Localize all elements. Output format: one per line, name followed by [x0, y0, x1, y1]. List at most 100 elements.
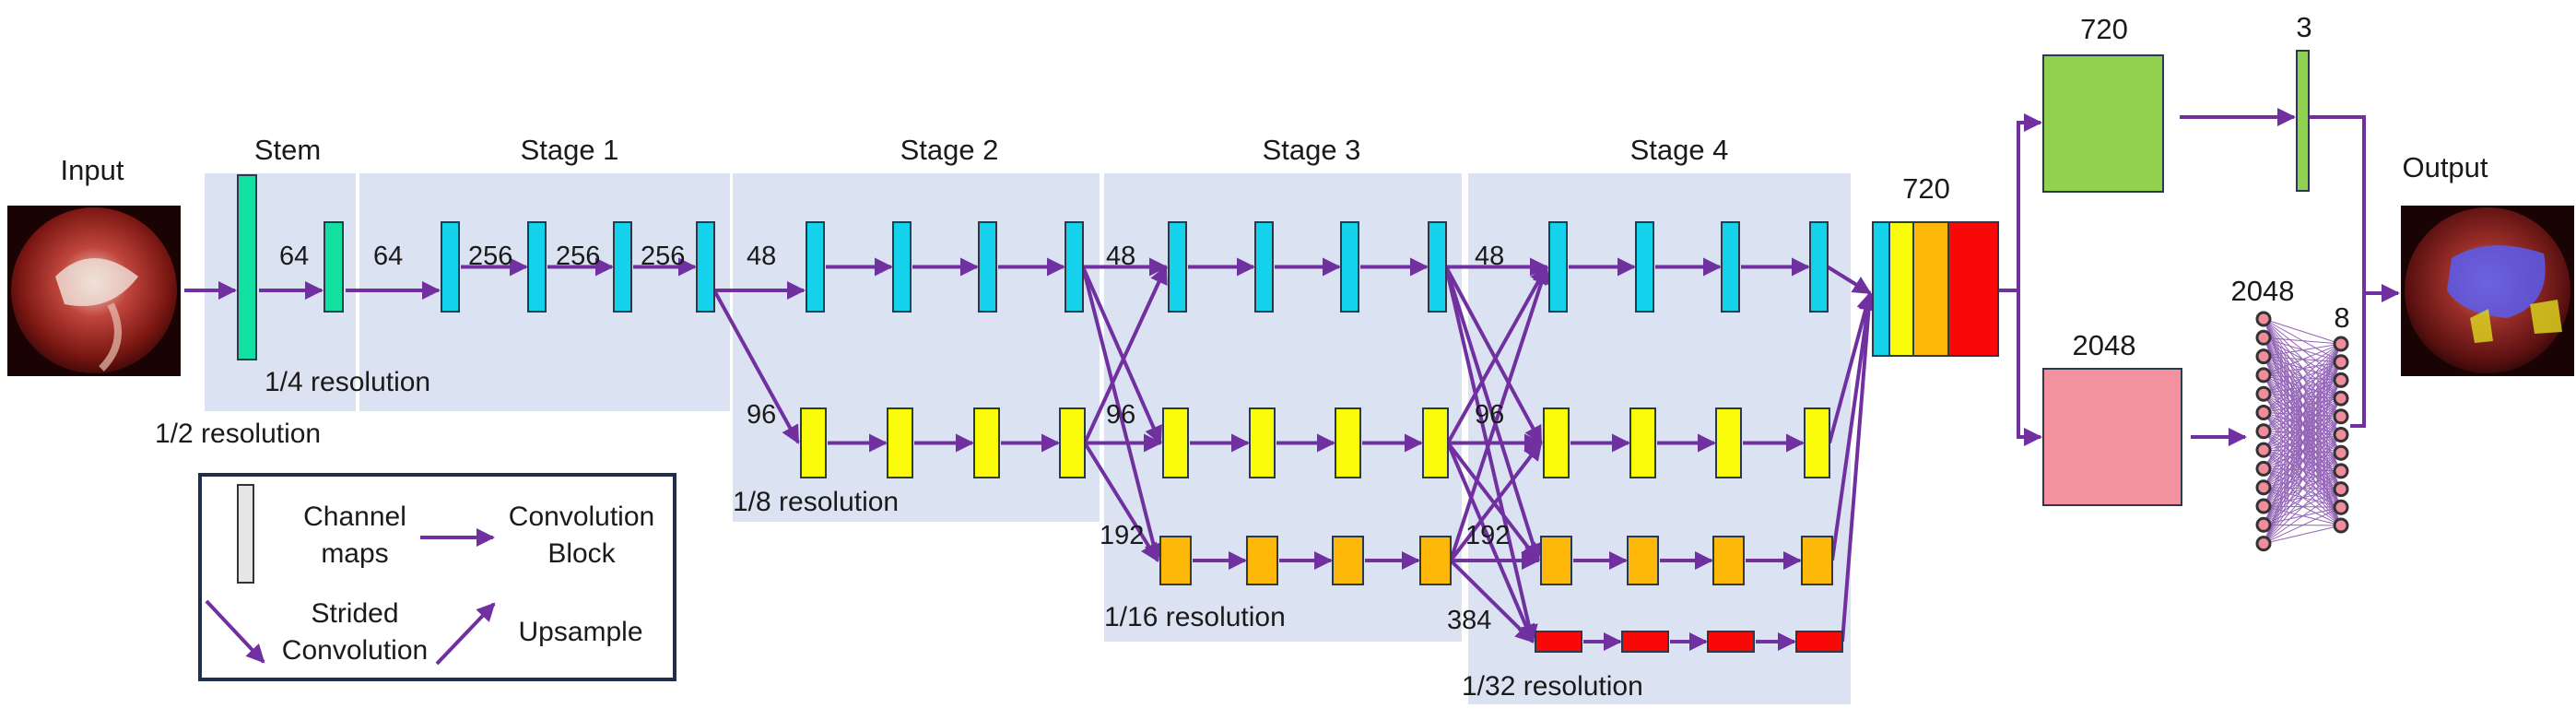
s4-b3-block-4: [1801, 536, 1833, 585]
legend-strided-arrow: [205, 599, 265, 664]
s2-b1-block-4: [1065, 221, 1084, 313]
ch-s1-c1: 256: [468, 242, 512, 271]
s4-b2-block-1: [1543, 407, 1570, 478]
mlp-output-node-3: [2333, 372, 2349, 388]
s4-b4-block-2: [1621, 631, 1669, 653]
s1-block-4: [696, 221, 715, 313]
legend-box: [198, 473, 676, 681]
concat-yellow: [1888, 221, 1914, 357]
resolution-labels: 1/2 resolution 1/4 resolution 1/8 resolu…: [155, 367, 1643, 702]
mlp-input-node-13: [2255, 536, 2272, 552]
s3b2-to-s4b4: [1446, 442, 1535, 643]
mlp-input-node-5: [2255, 385, 2272, 402]
s4-b3-block-1: [1540, 536, 1572, 585]
mlp-output-node-1: [2333, 336, 2349, 352]
mlp-network: [2255, 311, 2349, 552]
mlp-to-output: [2350, 293, 2366, 428]
s4-b1-block-2: [1635, 221, 1654, 313]
mlp-input-node-3: [2255, 348, 2272, 365]
s4-b4-block-1: [1535, 631, 1582, 653]
s4-b1-block-1: [1548, 221, 1568, 313]
stem-block-2: [323, 221, 344, 313]
legend-strided-line1: Strided: [311, 598, 398, 629]
s1-to-s2-b2: [712, 289, 800, 444]
legend-channel-maps-line2: maps: [321, 538, 388, 569]
s4b1-to-concat: [1826, 265, 1872, 295]
s4-b2-block-4: [1804, 407, 1830, 478]
ch-s3-b3: 192: [1100, 521, 1144, 550]
s3b3-to-s4b4: [1449, 559, 1535, 643]
mlp-connections: [2263, 318, 2342, 545]
s3-b1-block-4: [1428, 221, 1447, 313]
ch-s4-b4: 384: [1447, 606, 1491, 635]
concat-orange: [1912, 221, 1949, 357]
s3-b2-block-2: [1249, 407, 1276, 478]
s3-b3-block-3: [1332, 536, 1364, 585]
legend-upsample: Upsample: [518, 617, 642, 647]
s2-b2-block-2: [887, 407, 913, 478]
mlp-input-node-10: [2255, 479, 2272, 496]
legend-conv-block-line2: Block: [547, 538, 616, 569]
ch-s1-c2: 256: [556, 242, 600, 271]
s1-block-1: [441, 221, 460, 313]
output-image: [2401, 206, 2574, 376]
head-bottom-block: [2042, 368, 2182, 506]
s4-b1-block-3: [1721, 221, 1740, 313]
s3b2-to-s4b1: [1446, 265, 1548, 444]
s3b1-to-s4b3: [1444, 266, 1543, 562]
s2-b2-block-1: [800, 407, 827, 478]
legend-channel-maps-line1: Channel: [303, 502, 406, 532]
ch-head-top-out: 3: [2296, 11, 2311, 43]
ch-s1-c3: 256: [641, 242, 685, 271]
mlp-output-node-9: [2333, 481, 2349, 498]
s3-b1-block-3: [1340, 221, 1359, 313]
res-eighth: 1/8 resolution: [733, 487, 899, 517]
legend-strided-line2: Convolution: [282, 635, 428, 666]
s4-b4-block-4: [1795, 631, 1843, 653]
mlp-input-node-7: [2255, 423, 2272, 440]
legend-upsample-arrow: [435, 602, 496, 666]
mlp-input-node-12: [2255, 516, 2272, 533]
stage1-title: Stage 1: [521, 134, 619, 166]
s4-b3-block-3: [1712, 536, 1745, 585]
s3-b3-block-1: [1159, 536, 1192, 585]
ch-head-bottom: 2048: [2073, 329, 2136, 361]
s2b1-to-s3b2: [1081, 266, 1162, 445]
legend: Channel maps Convolution Block Strided C…: [198, 473, 676, 681]
ch-s2-b2: 96: [747, 400, 776, 430]
ch-s1-in: 64: [373, 242, 403, 271]
mlp-output-node-8: [2333, 463, 2349, 479]
legend-channel-map-swatch: [237, 484, 254, 584]
ch-mlp-in: 2048: [2231, 275, 2295, 307]
mlp-output-node-5: [2333, 408, 2349, 425]
mlp-input-node-8: [2255, 442, 2272, 458]
stage2-bg: [733, 173, 1100, 522]
stage3-bg: [1104, 173, 1462, 642]
channel-labels: 64 64 256 256 256 48 96 48 96 192 48 96 …: [279, 11, 2350, 635]
mlp-input-node-1: [2255, 311, 2272, 327]
stage2-title: Stage 2: [900, 134, 999, 166]
s4-b1-block-4: [1809, 221, 1829, 313]
ch-s4-b2: 96: [1475, 400, 1504, 430]
stem-title: Stem: [254, 134, 321, 166]
concat-block: [1872, 221, 1999, 357]
s3-b3-block-2: [1246, 536, 1278, 585]
legend-conv-block-line1: Convolution: [509, 502, 654, 532]
concat-to-head-bottom: [2017, 290, 2042, 446]
s2-b1-block-2: [892, 221, 912, 313]
ch-s2-b1: 48: [747, 242, 776, 271]
connection-arrows: [184, 108, 2400, 651]
ch-s4-b1: 48: [1475, 242, 1504, 271]
s4-b2-block-2: [1629, 407, 1656, 478]
ch-s3-b2: 96: [1106, 400, 1135, 430]
input-label: Input: [61, 154, 124, 186]
res-sixteenth: 1/16 resolution: [1104, 602, 1286, 632]
s2-b1-block-1: [806, 221, 825, 313]
head-top-out-block: [2296, 50, 2310, 192]
stem-block-1: [237, 174, 257, 360]
s3-b2-block-3: [1335, 407, 1361, 478]
mlp-output-node-11: [2333, 517, 2349, 534]
s3b1-to-s4b4: [1444, 266, 1538, 643]
s3b2-to-s4b3: [1446, 442, 1540, 562]
